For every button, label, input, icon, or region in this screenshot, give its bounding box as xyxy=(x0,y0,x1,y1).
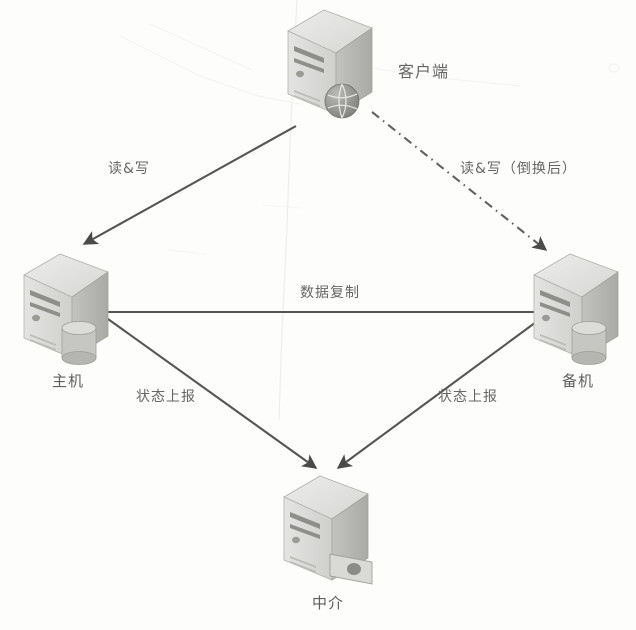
server-tower-with-database-icon xyxy=(518,250,636,368)
edge-client-to-standby xyxy=(371,111,548,251)
edge-primary-to-arbiter xyxy=(100,313,318,469)
edge-label-data-replication: 数据复制 xyxy=(300,285,360,301)
node-primary-label: 主机 xyxy=(51,372,84,390)
server-tower-with-database-icon xyxy=(8,250,128,368)
server-tower-with-disk-icon xyxy=(268,472,388,590)
node-arbiter-label: 中介 xyxy=(311,594,344,612)
edge-label-status-report-standby: 状态上报 xyxy=(438,389,498,405)
node-primary[interactable]: 主机 xyxy=(8,250,128,391)
server-tower-with-globe-icon xyxy=(272,6,392,124)
edge-label-status-report-primary: 状态上报 xyxy=(136,389,196,405)
edge-standby-to-arbiter xyxy=(336,313,548,469)
node-standby-label: 备机 xyxy=(561,372,594,390)
edge-client-to-primary xyxy=(82,125,297,245)
edge-label-read-write-after-failover: 读&写（倒换后） xyxy=(460,161,577,177)
node-standby[interactable]: 备机 xyxy=(518,250,636,391)
edge-label-read-write: 读&写 xyxy=(108,161,150,177)
node-arbiter[interactable]: 中介 xyxy=(268,472,388,613)
node-client-label: 客户端 xyxy=(398,62,450,81)
node-client[interactable] xyxy=(272,6,392,124)
